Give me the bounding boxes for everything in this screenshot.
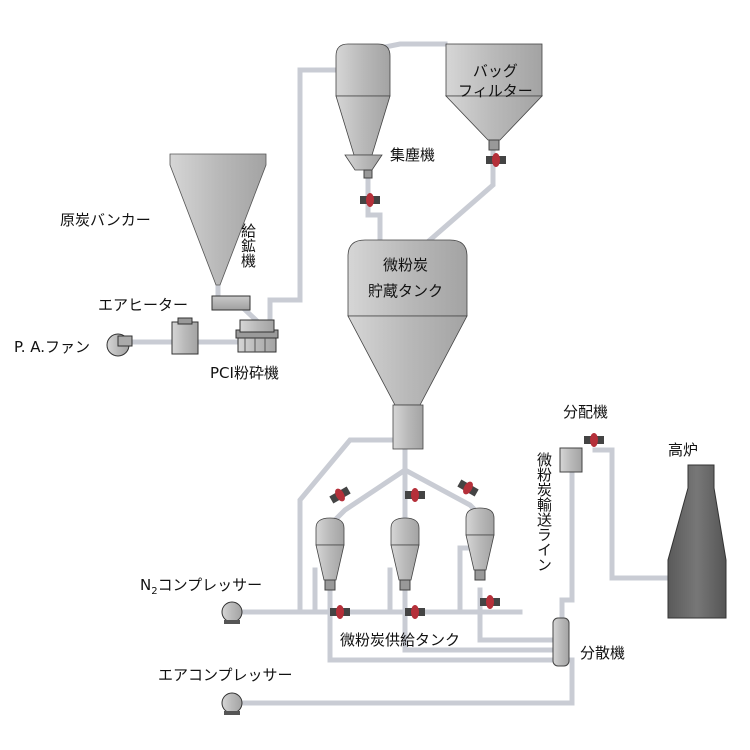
air-compressor-label: エアコンプレッサー (158, 666, 293, 684)
blast-furnace-label: 高炉 (668, 441, 699, 459)
air-compressor (221, 692, 243, 715)
air-heater (171, 317, 199, 355)
pci-mill (235, 319, 279, 353)
supply-tank-2 (390, 517, 420, 591)
valve-branch-left (329, 486, 351, 504)
valve-supply-2 (405, 605, 425, 619)
raw-coal-bunker-label: 原炭バンカー (60, 211, 151, 229)
transport-line-label: 微粉炭輸送ライン (535, 452, 553, 572)
storage-tank-label-2: 貯蔵タンク (368, 282, 444, 300)
storage-tank-label-1: 微粉炭 (383, 256, 429, 274)
blast-furnace (667, 464, 727, 619)
distributor (559, 447, 583, 473)
pci-mill-label: PCI粉砕機 (210, 364, 279, 382)
storage-tank (347, 239, 468, 450)
supply-tank-label: 微粉炭供給タンク (340, 631, 461, 649)
valve-bag-filter (486, 153, 506, 167)
disperser (552, 617, 570, 667)
valve-dust-collector (360, 193, 380, 207)
n2-subscript: 2 (151, 586, 158, 597)
pa-fan-label: P. A.ファン (14, 338, 91, 356)
valves (329, 153, 604, 619)
valve-branch-center (405, 488, 425, 502)
pa-fan (106, 333, 133, 357)
disperser-label: 分散機 (580, 644, 626, 662)
distributor-label: 分配機 (563, 403, 609, 421)
n2-prefix: N (140, 576, 152, 594)
valve-supply-1 (330, 605, 350, 619)
n2-suffix: コンプレッサー (157, 576, 263, 594)
feeder-label: 給鉱機 (239, 223, 257, 268)
dust-collector (335, 43, 391, 179)
valve-distributor (584, 433, 604, 447)
bag-filter-label: バッグ フィルター (458, 62, 533, 100)
n2-compressor (221, 601, 243, 624)
n2-compressor-label: N2コンプレッサー (140, 578, 262, 597)
feeder (211, 295, 251, 311)
valve-branch-right (457, 479, 479, 497)
supply-tank-1 (315, 517, 345, 591)
dust-collector-label: 集塵機 (390, 146, 436, 164)
raw-coal-bunker (169, 153, 267, 286)
supply-tank-3 (465, 507, 495, 581)
valve-supply-3 (480, 595, 500, 609)
air-heater-label: エアヒーター (98, 296, 189, 314)
bag-filter (445, 43, 543, 151)
